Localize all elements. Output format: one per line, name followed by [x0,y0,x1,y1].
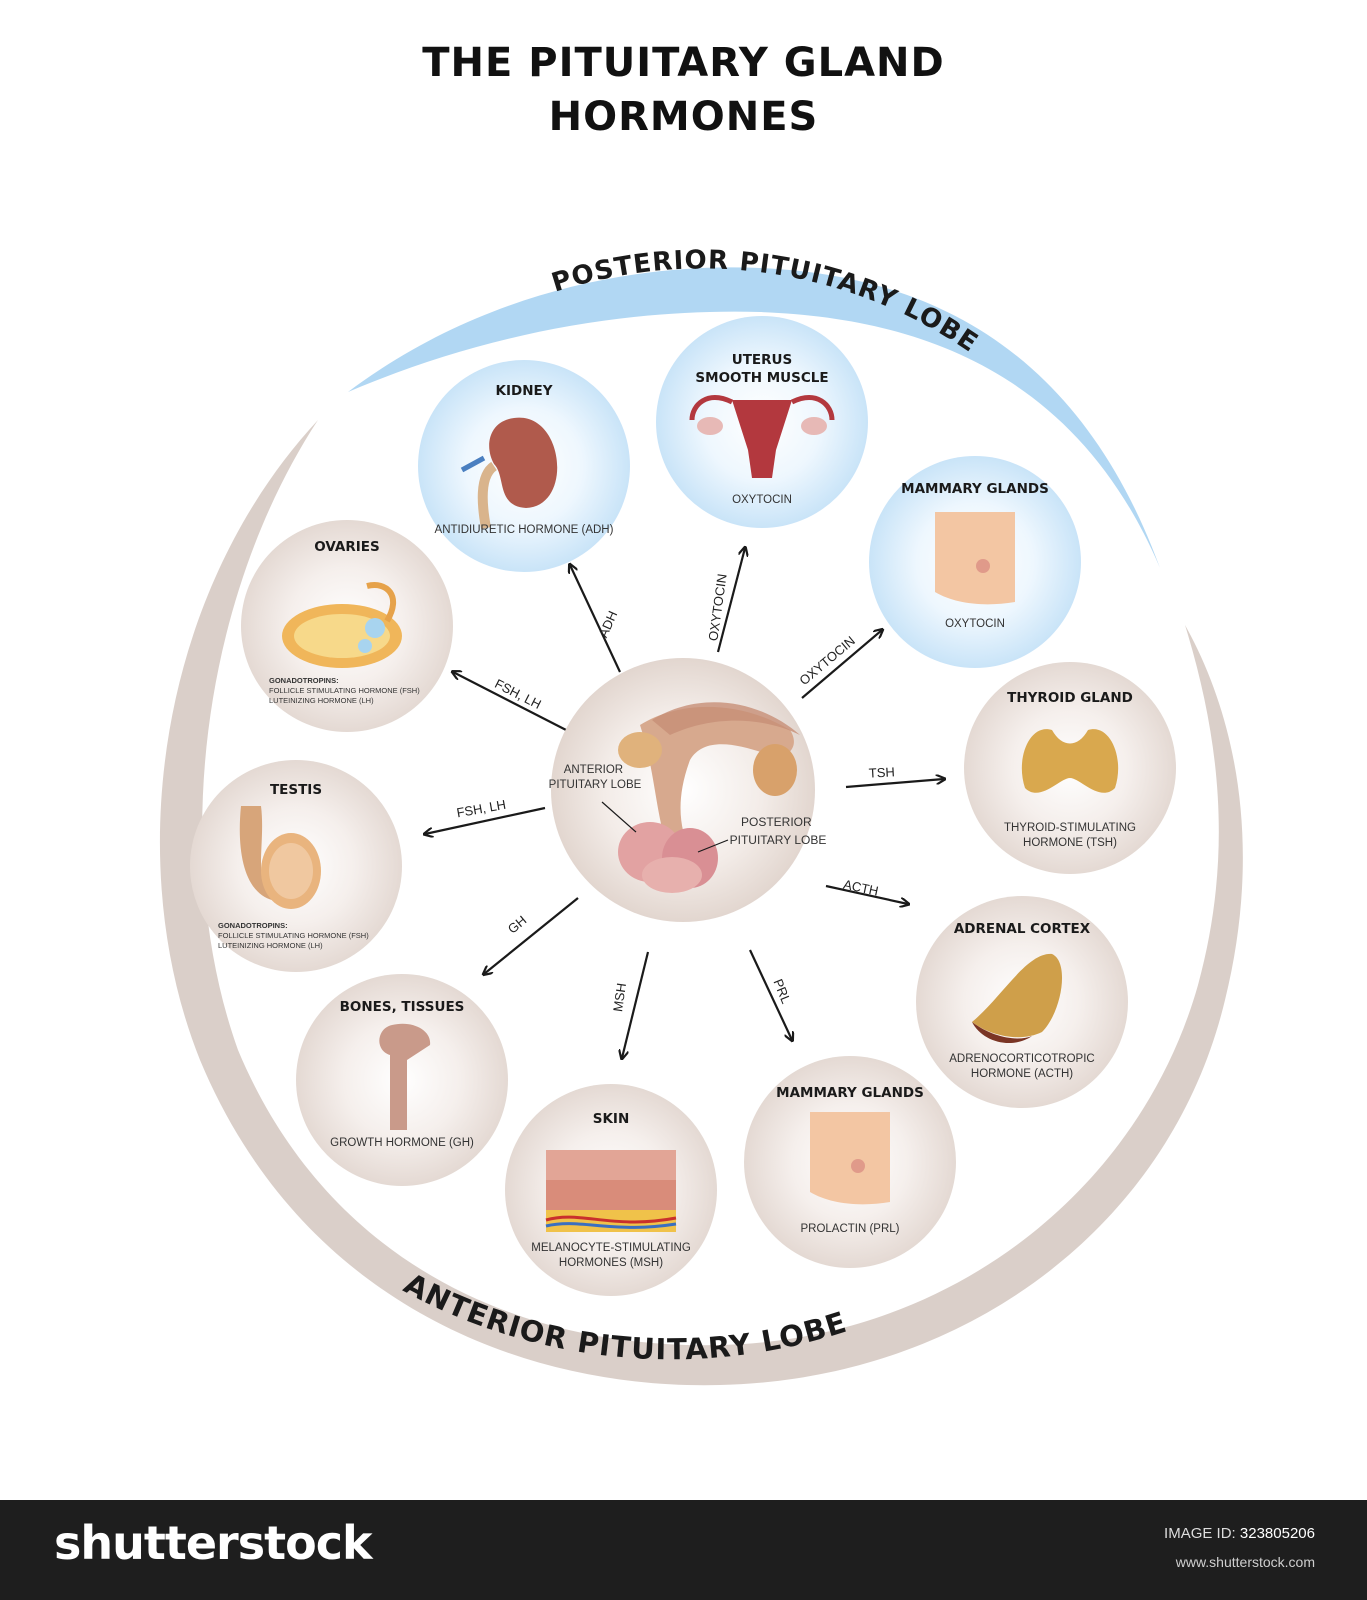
organ-caption: OXYTOCIN [732,494,792,506]
organ-caption: GROWTH HORMONE (GH) [330,1137,474,1149]
adrenal-illustration [972,953,1063,1044]
arrow-uterus: OXYTOCIN [705,548,745,653]
organ-title: MAMMARY GLANDS [776,1085,924,1101]
arrow-label: FSH, LH [455,797,507,820]
arrow-label: ACTH [842,877,880,899]
organ-caption: MELANOCYTE-STIMULATING [531,1242,691,1254]
image-id-value: 323805206 [1239,1525,1315,1542]
organ-skin: SKIN MELANOCYTE-STIMULATING HORMONES (MSH) [505,1084,717,1296]
center-posterior-label: POSTERIOR PITUITARY LOBE [730,815,827,847]
organ-title: SKIN [593,1111,630,1127]
organ-title: OVARIES [314,539,379,555]
arrow-label: TSH [868,764,895,780]
arrow-line [845,779,944,789]
organ-caption: ADRENOCORTICOTROPIC [949,1053,1094,1065]
organ-mammary-anterior: MAMMARY GLANDS PROLACTIN (PRL) [744,1056,956,1268]
organ-caption: GONADOTROPINS: [269,676,339,685]
posterior-lobe-arc [348,267,1160,568]
arrow-skin: MSH [610,951,650,1058]
organ-mammary-posterior: MAMMARY GLANDS OXYTOCIN [869,456,1081,668]
organ-title: UTERUS [732,352,792,368]
organ-caption: LUTEINIZING HORMONE (LH) [218,941,323,950]
arrow-line [825,884,908,904]
organ-title: TESTIS [270,782,322,798]
organ-adrenal: ADRENAL CORTEX ADRENOCORTICOTROPIC HORMONE… [916,896,1128,1108]
arrow-adrenal: ACTH [825,877,908,904]
pituitary-gland-illustration [618,702,800,893]
arrow-line [570,565,621,673]
image-id-label: IMAGE ID: [1164,1525,1236,1542]
kidney-illustration [460,417,558,529]
arrow-thyroid: TSH [845,764,944,789]
arrow-line [716,548,745,653]
organ-title: KIDNEY [496,383,553,399]
organ-caption: ANTIDIURETIC HORMONE (ADH) [435,524,614,536]
arrow-label: MSH [610,982,629,1013]
thyroid-illustration [1021,729,1119,793]
site-url: www.shutterstock.com [1175,1554,1315,1570]
testis-illustration [239,806,321,909]
organ-caption: GONADOTROPINS: [218,921,288,930]
arrow-line [749,949,792,1040]
posterior-pointer [697,839,729,853]
organ-title: ADRENAL CORTEX [954,921,1091,937]
organ-caption: HORMONE (TSH) [1023,837,1117,849]
arrow-line [453,672,571,733]
organ-title: MAMMARY GLANDS [901,481,1049,497]
organ-caption: HORMONES (MSH) [559,1257,663,1269]
organ-ovaries: OVARIES GONADOTROPINS:FOLLICLE STIMULATIN… [241,520,453,732]
arrow-label: OXYTOCIN [796,633,857,688]
organ-kidney: KIDNEY ANTIDIURETIC HORMONE (ADH) [418,360,630,572]
organ-testis: TESTIS GONADOTROPINS:FOLLICLE STIMULATING… [190,760,402,972]
ovary-illustration [282,582,402,668]
organ-caption: LUTEINIZING HORMONE (LH) [269,696,374,705]
organ-title: THYROID GLAND [1007,690,1133,706]
uterus-illustration [689,395,835,478]
organ-bones: BONES, TISSUES GROWTH HORMONE (GH) [296,974,508,1186]
center-pituitary: ANTERIOR PITUITARY LOBE POSTERIOR PITUIT… [549,658,827,922]
arrow-kidney: ADH [570,565,621,673]
arrow-bones: GH [484,897,579,974]
organ-title: SMOOTH MUSCLE [695,370,828,386]
organ-circles: KIDNEY ANTIDIURETIC HORMONE (ADH) UTERUS SM… [190,316,1176,1296]
brand-logo: shutterstock [54,1516,373,1570]
page-title-line-1: THE PITUITARY GLAND [422,40,945,86]
skin-layers-illustration [545,1150,677,1232]
arrow-label: GH [505,913,530,937]
breast-illustration [810,1112,890,1205]
organ-uterus: UTERUS SMOOTH MUSCLE OXYTOCIN [656,316,868,528]
arrow-testis: FSH, LH [425,797,546,834]
breast-illustration [935,512,1015,605]
organ-caption: HORMONE (ACTH) [971,1068,1073,1080]
arrow-line [425,806,546,834]
femur-illustration [379,1023,431,1130]
page-title-line-2: HORMONES [548,94,819,140]
footer-bar: shutterstock IMAGE ID: 323805206 www.shu… [0,1500,1367,1600]
arrow-line [484,897,579,974]
organ-caption: FOLLICLE STIMULATING HORMONE (FSH) [218,931,369,940]
image-id: IMAGE ID: 323805206 [1164,1522,1315,1546]
organ-title: BONES, TISSUES [340,999,465,1015]
center-anterior-label: ANTERIOR PITUITARY LOBE [549,764,642,791]
organ-caption: THYROID-STIMULATING [1004,822,1136,834]
pituitary-diagram: POSTERIOR PITUITARY LOBE ANTERIOR PITUIT… [159,245,1243,1386]
arrow-mammary-posterior: OXYTOCIN [796,630,882,699]
organ-caption: PROLACTIN (PRL) [800,1223,899,1235]
organ-thyroid: THYROID GLAND THYROID-STIMULATING HORMONE … [964,662,1176,874]
arrow-label: ADH [595,609,620,640]
arrow-line [801,630,882,699]
organ-caption: FOLLICLE STIMULATING HORMONE (FSH) [269,686,420,695]
arrow-ovaries: FSH, LH [453,672,571,733]
arrow-mammary-anterior: PRL [749,949,794,1040]
organ-caption: OXYTOCIN [945,618,1005,630]
anterior-pointer [601,801,637,833]
arrow-line [622,951,650,1058]
arrow-label: OXYTOCIN [705,573,729,642]
